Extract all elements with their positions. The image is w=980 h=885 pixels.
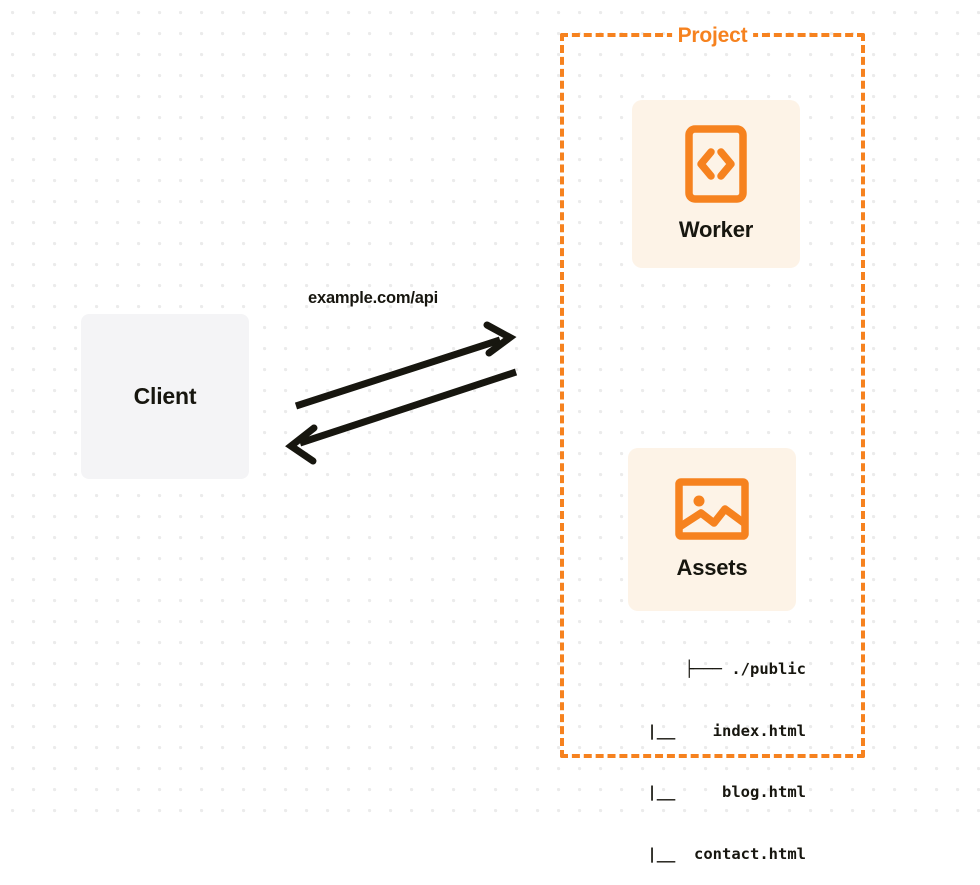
project-container: Project — [560, 24, 865, 758]
client-node-label: Client — [133, 383, 197, 409]
tree-line: |__ index.html — [647, 721, 806, 740]
worker-node-label: Worker — [678, 217, 754, 242]
assets-node[interactable]: Assets — [628, 448, 796, 611]
assets-node-label: Assets — [676, 555, 748, 580]
tree-line: ├─── ./public — [684, 660, 806, 678]
tree-line: |__ contact.html — [647, 844, 806, 863]
worker-node[interactable]: Worker — [632, 100, 800, 268]
project-title: Project — [671, 24, 754, 48]
assets-file-tree: ├─── ./public |__ index.html |__ blog.ht… — [606, 618, 806, 885]
tree-line: |__ blog.html — [647, 783, 806, 801]
code-brackets-icon — [685, 125, 747, 203]
connection-label: example.com/api — [308, 289, 438, 307]
image-picture-icon — [675, 478, 749, 540]
client-node[interactable]: Client — [81, 314, 249, 479]
